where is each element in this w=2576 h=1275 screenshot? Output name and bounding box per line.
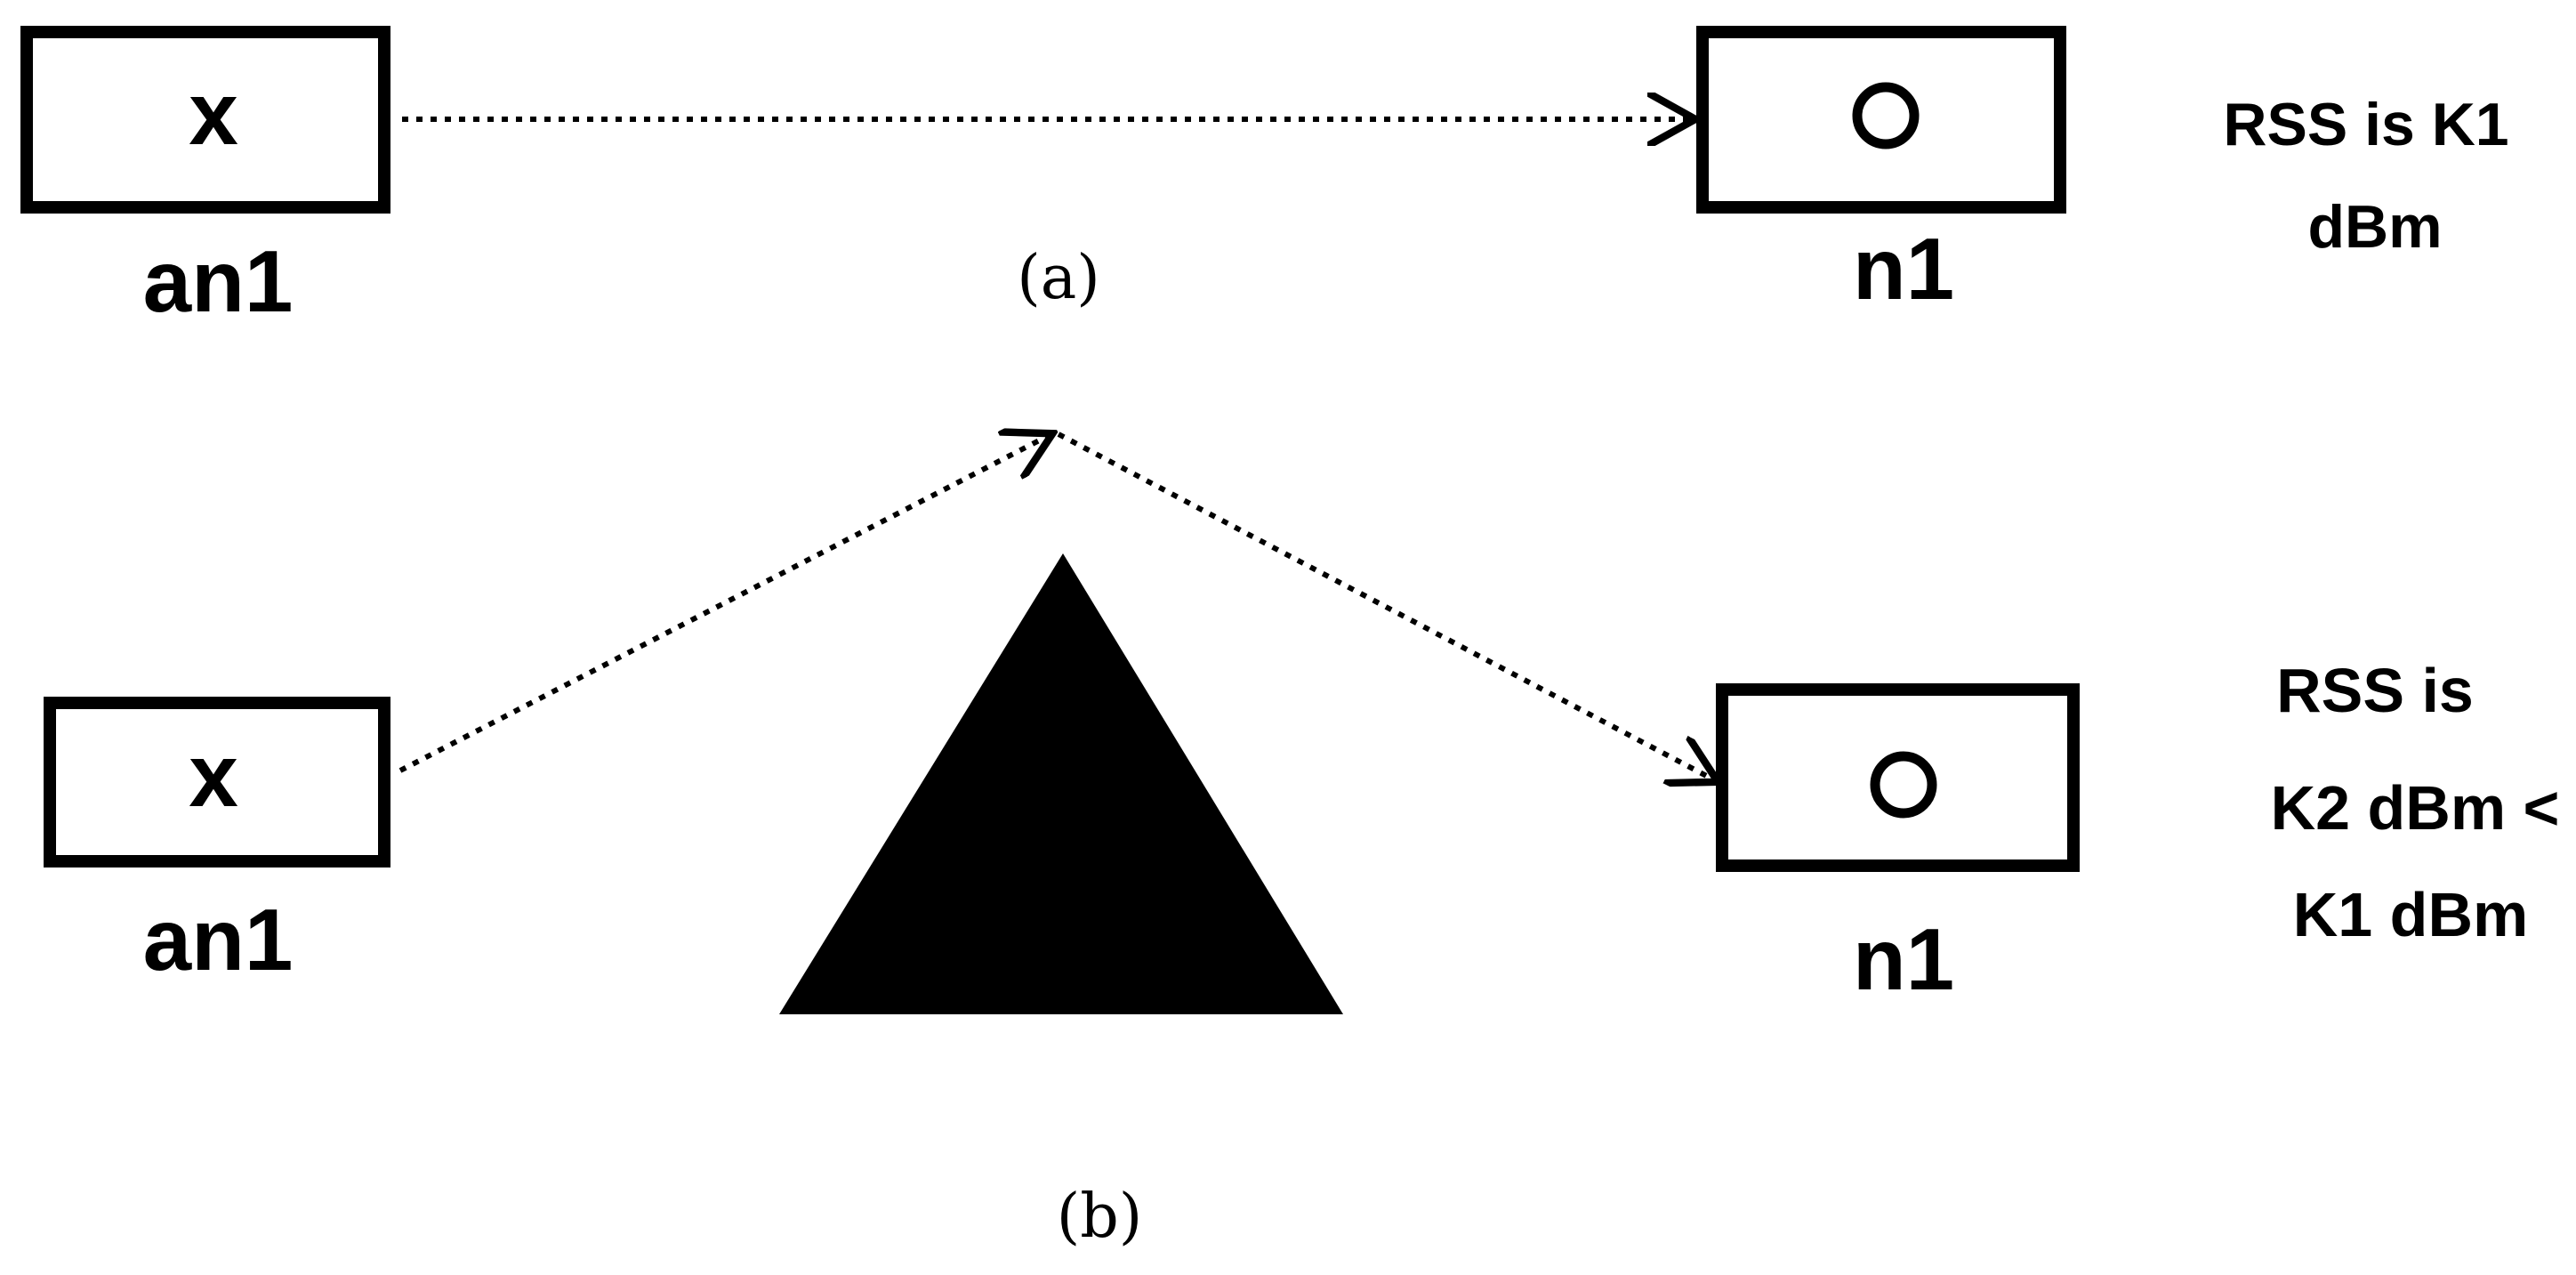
panel-b-rss-line-2: K2 dBm < [2271,773,2560,843]
panel-b-rss-line-1: RSS is [2276,656,2474,725]
obstacle-triangle-icon [779,553,1343,1014]
panel-b-receiver-circle-icon [1870,751,1937,819]
panel-a-source-box [20,26,390,214]
panel-a-target-label: n1 [1853,220,1954,318]
panel-a-source-label: an1 [143,232,294,330]
panel-a-receiver-circle-icon [1852,82,1920,149]
panel-b-target-box [1716,683,2080,872]
panel-b-target-label: n1 [1853,910,1954,1008]
panel-b-caption: (b) [1057,1182,1143,1252]
panel-a-target-box [1696,26,2066,214]
panel-b-source-symbol: x [189,726,238,826]
panel-b-source-label: an1 [143,891,294,989]
panel-a-source-symbol: x [189,64,238,164]
panel-b: x an1 (b) n1 RSS is K2 dBm < K1 dBm [44,432,2560,1252]
panel-a-rss-line-1: RSS is K1 [2223,91,2508,158]
panel-b-rss-line-3: K1 dBm [2293,880,2528,949]
panel-a: x an1 (a) n1 RSS is K1 dBm [20,26,2509,330]
panel-b-source-box [44,697,390,867]
panel-a-rss-line-2: dBm [2307,193,2442,261]
panel-b-signal-path-up [398,436,1048,773]
panel-b-signal-path-down [1057,432,1713,779]
panel-a-caption: (a) [1017,243,1100,313]
